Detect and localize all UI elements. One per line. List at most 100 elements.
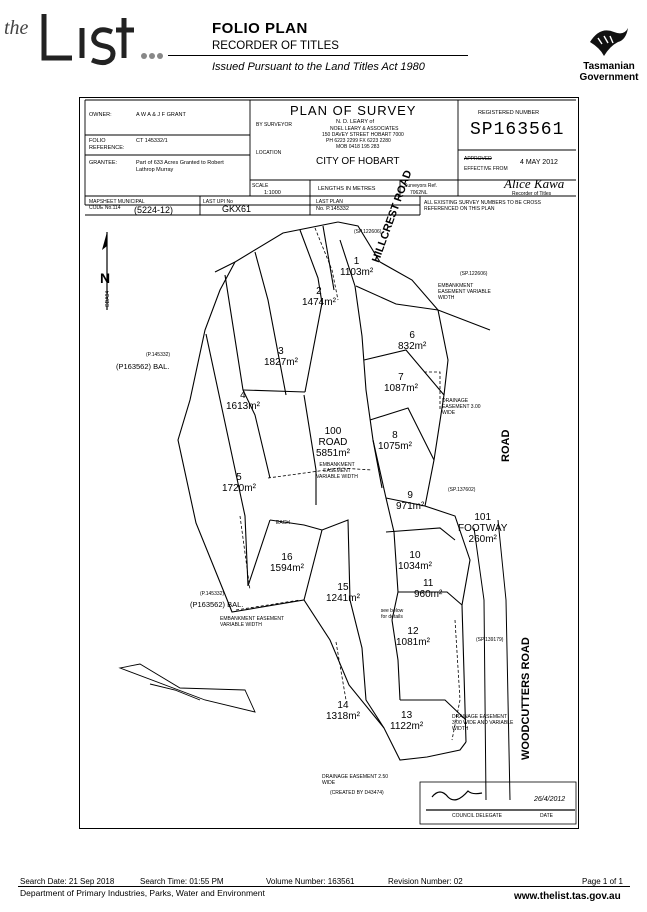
effective-date: 4 MAY 2012 — [520, 159, 558, 166]
website-link[interactable]: www.thelist.tas.gov.au — [514, 891, 621, 902]
surveyor-firm: NOEL LEARY & ASSOCIATES — [330, 126, 399, 132]
north-arrow — [102, 232, 108, 310]
gov-name-line1: Tasmanian — [583, 61, 635, 72]
drainage-detail-inset — [118, 663, 256, 713]
p163562-a: (P163562) BAL. — [116, 362, 170, 371]
header-subtitle: RECORDER OF TITLES — [212, 40, 339, 52]
sp137602: (SP.137602) — [448, 487, 476, 493]
council-delegate-label: COUNCIL DELEGATE — [452, 813, 503, 819]
tasmanian-tiger-icon — [590, 28, 628, 56]
last-plan: No. P.145332 — [316, 206, 349, 212]
last-upi-label: LAST UPI No — [203, 199, 233, 205]
page-indicator: Page 1 of 1 — [582, 877, 623, 886]
volume-number: Volume Number: 163561 — [266, 877, 355, 886]
parcel-lines — [177, 221, 471, 761]
lengths-label: LENGTHS IN METRES — [318, 186, 376, 192]
woodcutters-road-label: WOODCUTTERS ROAD — [520, 637, 532, 760]
drainage-easement-2: DRAINAGE EASEMENT 3.00 WIDE AND VARIABLE… — [452, 714, 514, 732]
search-date: Search Date: 21 Sep 2018 — [20, 877, 115, 886]
surveyor-label: BY SURVEYOR — [256, 122, 292, 128]
folio-label: FOLIO REFERENCE: — [89, 138, 125, 151]
recorder-signature: Alice Kawa — [504, 176, 565, 191]
location-value: CITY OF HOBART — [316, 156, 400, 167]
each-label: EACH — [276, 520, 290, 526]
existing-note: ALL EXISTING SURVEY NUMBERS TO BE CROSS … — [424, 200, 541, 212]
see-below-note: see below for details — [380, 608, 404, 620]
last-upi: GKX61 — [222, 204, 252, 214]
title-block-grid — [84, 99, 576, 216]
easement-lines — [235, 227, 461, 741]
drainage-easement-3-created: (CREATED BY D43474) — [330, 790, 384, 796]
revision-number: Revision Number: 02 — [388, 877, 463, 886]
road-edges — [437, 309, 511, 801]
surveyors-ref-value: 7062NL — [410, 190, 428, 196]
location-label: LOCATION — [256, 150, 282, 156]
recorder-label: Recorder of Titles — [512, 191, 552, 197]
last-plan-label: LAST PLAN — [316, 199, 343, 205]
surveyor-name: N. D. LEARY of — [336, 119, 375, 125]
grantee-value: Part of 633 Acres Granted to Robert Lath… — [136, 160, 224, 173]
council-box — [419, 781, 577, 825]
sp122606-right: (SP.122606) — [460, 271, 488, 277]
gov-name-line2: Government — [579, 72, 639, 83]
department-name: Department of Primary Industries, Parks,… — [20, 888, 265, 898]
plan-sheet — [79, 97, 579, 829]
surveyor-phone: PH 6223 2299 FX 6223 2280 — [326, 138, 391, 144]
plan-of-survey-title: PLAN OF SURVEY — [290, 103, 417, 118]
p145332-b: (P.145332) — [200, 591, 225, 597]
header-title: FOLIO PLAN — [212, 20, 308, 37]
owner-value: A W A & J F GRANT — [136, 112, 186, 118]
surveyor-mobile: MOB 0418 195 283 — [336, 144, 380, 150]
council-date: 26/4/2012 — [534, 796, 566, 803]
effective-from-label: EFFECTIVE FROM — [464, 166, 508, 172]
embankment-easement-low: EMBANKMENT EASEMENT VARIABLE WIDTH — [220, 616, 284, 628]
search-time: Search Time: 01:55 PM — [140, 877, 224, 886]
tasmanian-government-logo: Tasmanian Government — [574, 22, 644, 83]
header-act: Issued Pursuant to the Land Titles Act 1… — [212, 61, 425, 73]
svg-text:the: the — [4, 17, 29, 39]
p163562-b: (P163562) BAL. — [190, 600, 244, 609]
registered-number: SP163561 — [470, 120, 565, 140]
owner-label: OWNER: — [89, 112, 112, 118]
council-signature — [426, 790, 575, 811]
grid-label: GDA94 — [105, 290, 112, 308]
approved-label: APPROVED — [464, 156, 492, 162]
thelist-logo: the — [4, 10, 164, 72]
drainage-easement-1: DRAINAGE EASEMENT 3.00 WIDE — [442, 398, 481, 416]
drainage-easement-3: DRAINAGE EASEMENT 2.50 WIDE — [322, 774, 389, 786]
registered-number-label: REGISTERED NUMBER — [478, 110, 540, 116]
sp139179: (SP.139179) — [476, 637, 504, 643]
p145332-a: (P.145332) — [146, 352, 171, 358]
grantee-label: GRANTEE: — [89, 160, 118, 166]
council-date-label: DATE — [540, 813, 553, 819]
embankment-easement-right: EMBANKMENT EASEMENT VARIABLE WIDTH — [438, 283, 491, 301]
east-road-label: ROAD — [500, 429, 512, 462]
sp122606-top: (SP.122606) — [354, 229, 382, 235]
scale-label: SCALE — [252, 183, 269, 189]
folio-value: CT 145332/1 — [136, 138, 168, 144]
surveyor-address: 150 DAVEY STREET HOBART 7000 — [322, 132, 404, 138]
scale-value: 1:1000 — [264, 190, 281, 196]
mapsheet-value: (5224-12) — [134, 205, 174, 215]
surveyors-ref-label: Surveyors Ref. — [404, 183, 438, 189]
footer-rule — [18, 886, 630, 887]
